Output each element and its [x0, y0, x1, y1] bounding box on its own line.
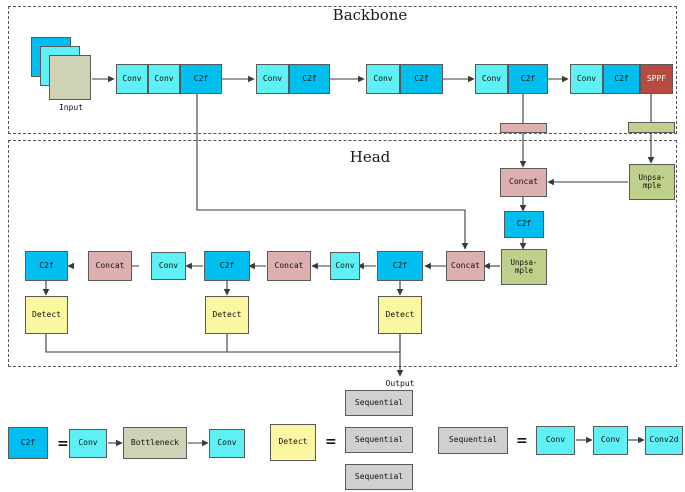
legend-c2f-source: C2f	[8, 427, 48, 459]
legend-detect-sequential-3: Sequential	[345, 464, 413, 490]
head-concat-c[interactable]: Concat	[446, 251, 485, 281]
legend-c2f-equals: =	[57, 436, 69, 452]
legend-detect-equals: =	[325, 434, 337, 450]
head-c2f-c[interactable]: C2f	[377, 251, 423, 281]
head-upsample-right-line1: Unpsa-	[638, 173, 666, 183]
legend-c2f-conv-2: Conv	[209, 429, 245, 458]
head-concat-top[interactable]: Concat	[500, 168, 547, 197]
legend-c2f-conv-1: Conv	[69, 429, 107, 458]
head-c2f-a[interactable]: C2f	[25, 251, 68, 281]
legend-sequential-source: Sequential	[438, 427, 508, 454]
head-detect-a[interactable]: Detect	[25, 296, 68, 334]
head-detect-c[interactable]: Detect	[378, 296, 422, 334]
output-label: Output	[385, 379, 415, 388]
legend-detect-sequential-2: Sequential	[345, 427, 413, 453]
legend-sequential-equals: =	[516, 433, 528, 449]
head-upsample-mid[interactable]: Unpsa- mple	[501, 249, 547, 285]
head-upsample-mid-line2: mple	[514, 266, 534, 275]
backbone-s2-conv[interactable]: Conv	[256, 64, 289, 94]
backbone-s3-conv[interactable]: Conv	[366, 64, 400, 94]
backbone-s3-c2f[interactable]: C2f	[400, 64, 443, 94]
backbone-s2-c2f[interactable]: C2f	[289, 64, 330, 94]
head-title: Head	[349, 148, 391, 166]
legend-sequential-conv2d: Conv2d	[645, 426, 683, 455]
legend-sequential-conv-2: Conv	[593, 426, 628, 455]
clipped-upsample-block	[628, 122, 675, 133]
backbone-s1-conv-1[interactable]: Conv	[116, 64, 148, 94]
legend-sequential-conv-1: Conv	[536, 426, 575, 455]
head-upsample-right-line2: mple	[642, 181, 662, 190]
backbone-s1-c2f[interactable]: C2f	[180, 64, 222, 94]
legend-detect-sequential-1: Sequential	[345, 390, 413, 416]
backbone-s5-sppf[interactable]: SPPF	[640, 64, 673, 94]
input-plate-front	[49, 55, 91, 100]
backbone-s4-c2f[interactable]: C2f	[508, 64, 548, 94]
legend-c2f-bottleneck: Bottleneck	[123, 427, 187, 459]
head-upsample-mid-line1: Unpsa-	[510, 258, 538, 268]
legend-detect-source: Detect	[270, 424, 316, 461]
head-conv-a[interactable]: Conv	[151, 252, 186, 280]
backbone-s1-conv-2[interactable]: Conv	[148, 64, 180, 94]
backbone-s4-conv[interactable]: Conv	[475, 64, 508, 94]
backbone-s5-conv[interactable]: Conv	[570, 64, 603, 94]
backbone-s5-c2f[interactable]: C2f	[603, 64, 640, 94]
head-concat-b[interactable]: Concat	[267, 251, 311, 281]
backbone-title: Backbone	[332, 6, 408, 24]
input-label: Input	[58, 103, 84, 112]
clipped-concat-block	[500, 123, 547, 133]
head-c2f-b[interactable]: C2f	[204, 251, 250, 281]
head-concat-a[interactable]: Concat	[88, 251, 132, 281]
head-conv-b[interactable]: Conv	[330, 252, 360, 280]
head-upsample-right[interactable]: Unpsa- mple	[629, 164, 675, 200]
head-c2f-top[interactable]: C2f	[504, 211, 544, 238]
head-detect-b[interactable]: Detect	[205, 296, 249, 334]
